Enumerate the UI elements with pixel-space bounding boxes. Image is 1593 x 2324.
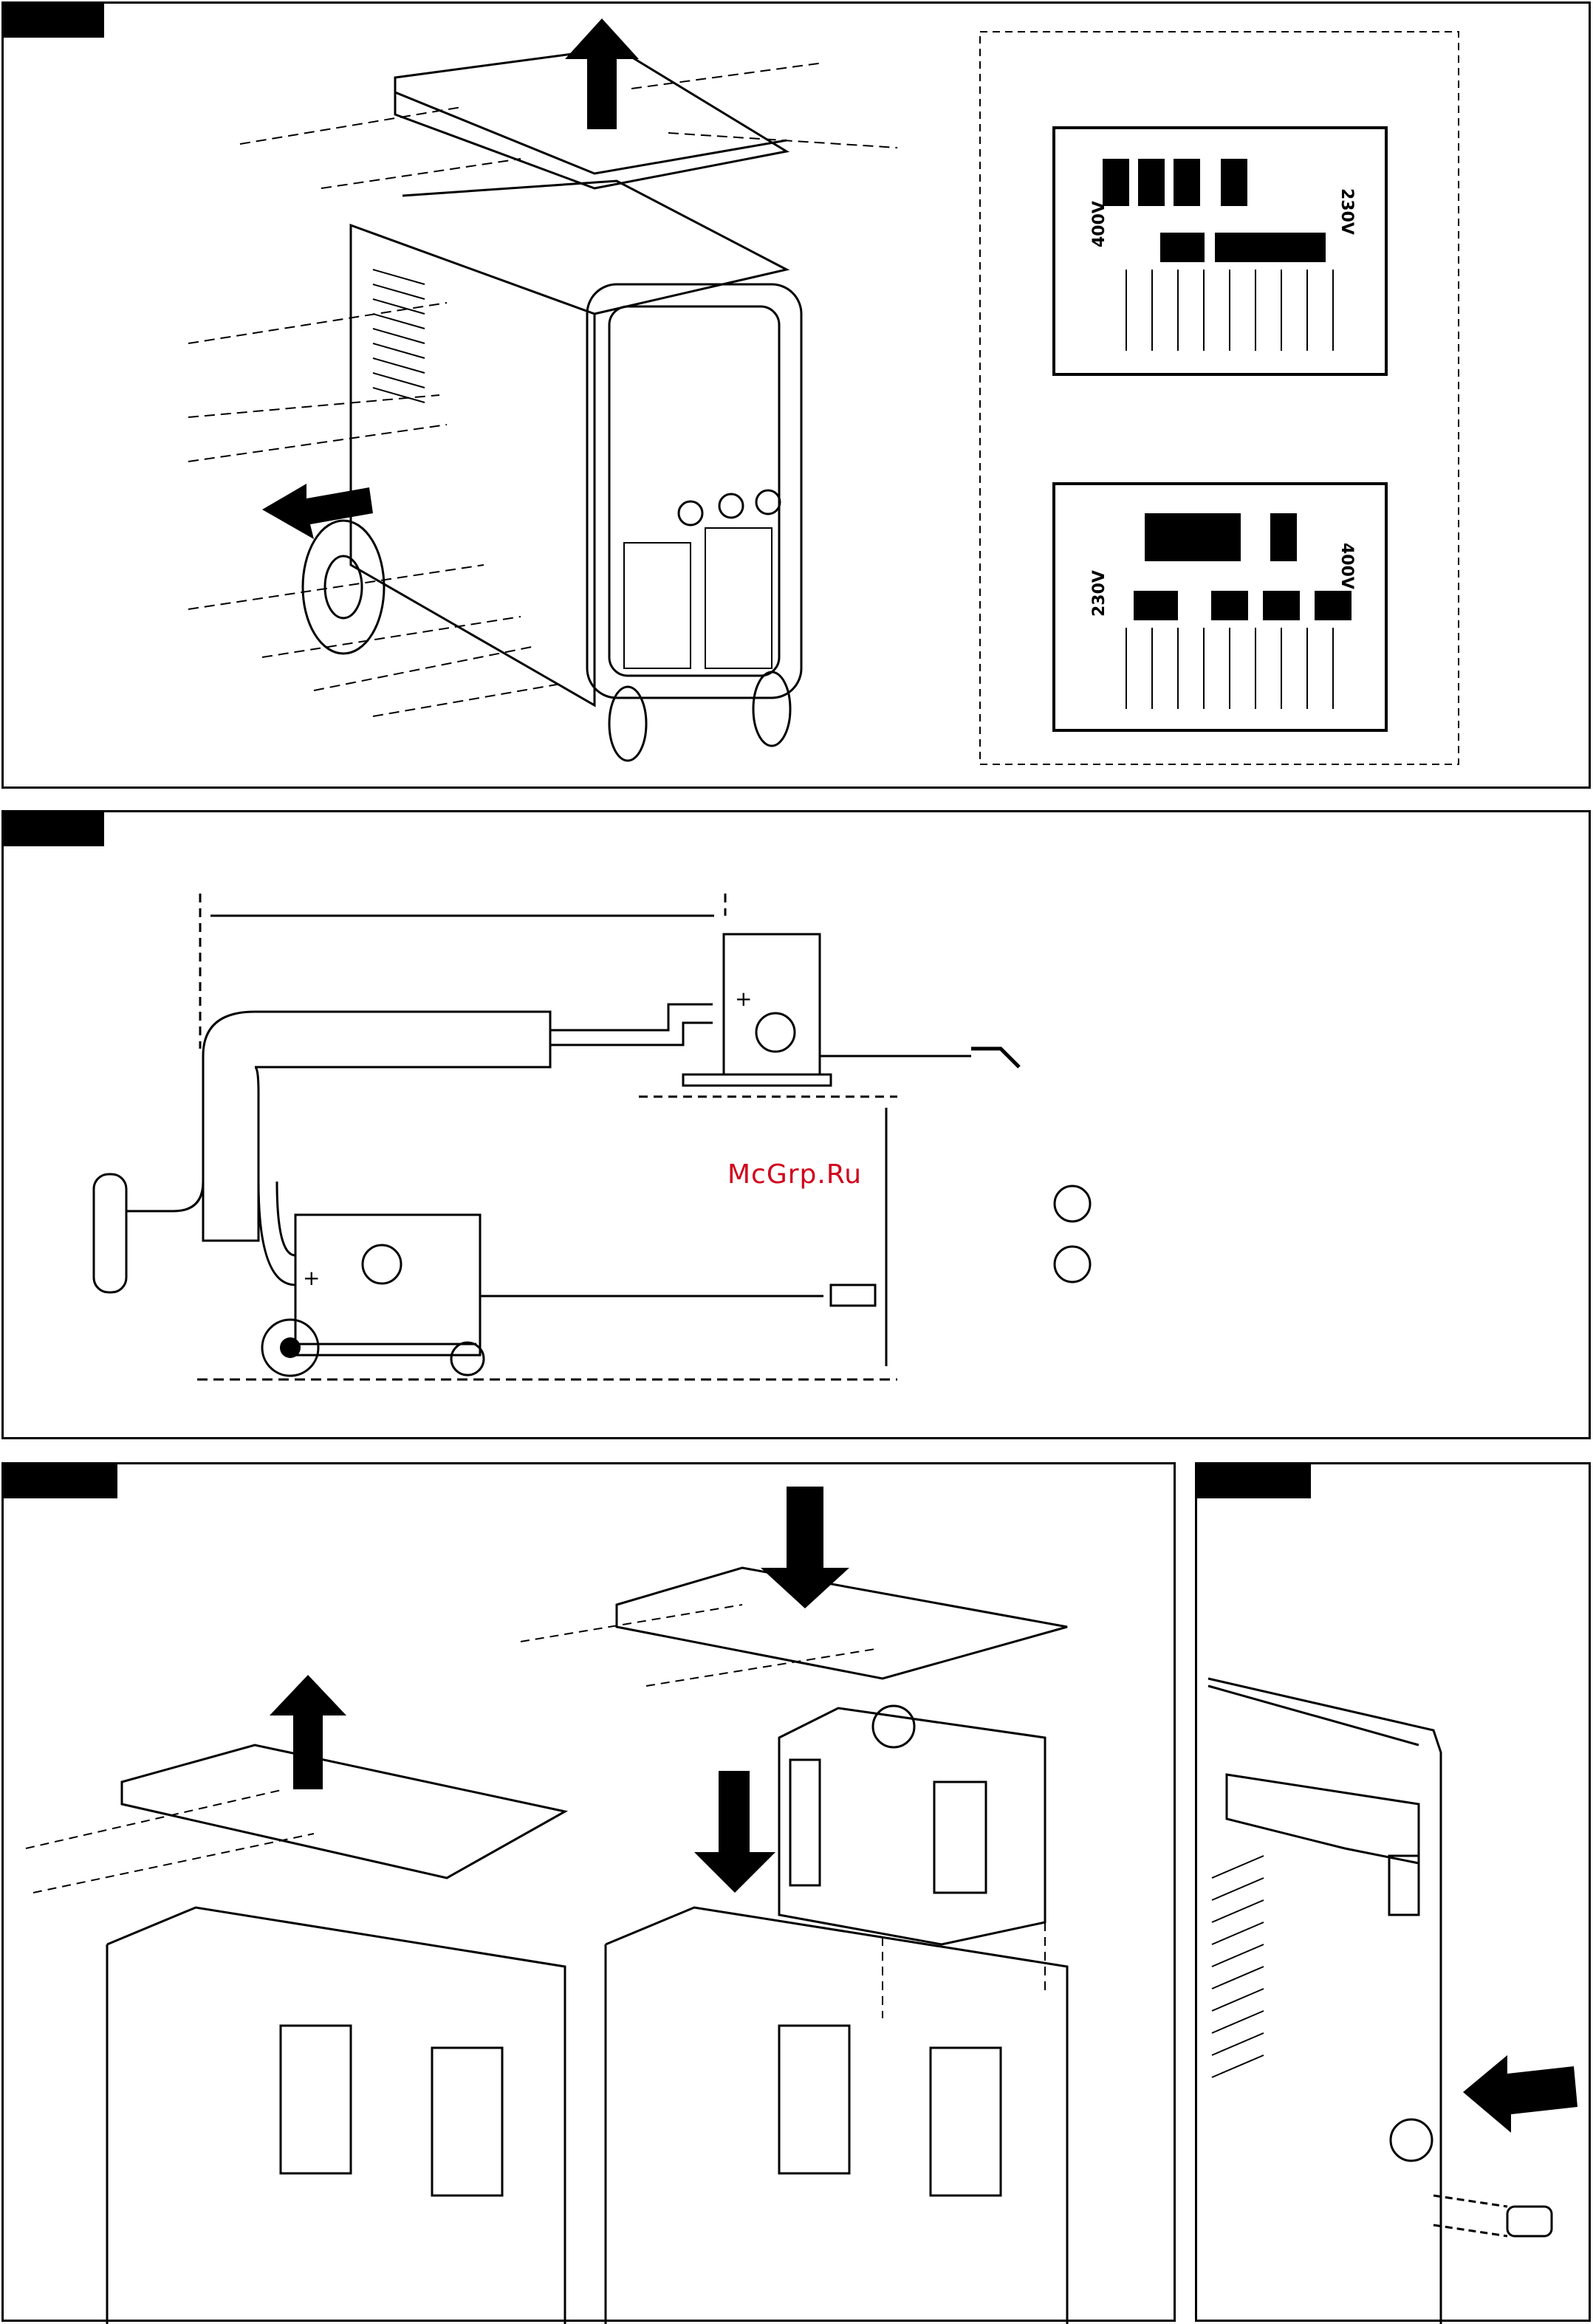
large-wheel bbox=[303, 521, 384, 654]
installation-drawing: + + bbox=[4, 812, 1593, 1442]
label-230v-b: 230V bbox=[1090, 570, 1109, 617]
front-wheel bbox=[753, 672, 790, 746]
pull-left-arrow bbox=[262, 484, 373, 539]
gas-cylinder bbox=[94, 1174, 126, 1292]
ref-circle-2 bbox=[1055, 1247, 1090, 1282]
torch bbox=[971, 1049, 1019, 1067]
right-top-cover bbox=[617, 1568, 1067, 1679]
earth-clamp bbox=[831, 1285, 875, 1306]
left-cabinet bbox=[107, 1907, 565, 2324]
panel-installation-layout: + + McGrp.Ru bbox=[1, 810, 1591, 1439]
socket bbox=[679, 501, 702, 525]
side-louvers bbox=[373, 270, 425, 402]
lower-down-arrow bbox=[761, 1487, 849, 1608]
right-cabinet bbox=[606, 1907, 1067, 2324]
label-400v-b: 400V bbox=[1337, 543, 1356, 589]
insert-arrow bbox=[1463, 2055, 1577, 2133]
jumper-board-400v bbox=[1054, 128, 1386, 374]
cabinet-side-panel bbox=[351, 225, 595, 705]
rear-socket bbox=[1391, 2119, 1432, 2161]
ref-circle-1 bbox=[1055, 1186, 1090, 1221]
label-400v: 400V bbox=[1090, 201, 1109, 247]
panel-cooler-mounting bbox=[1, 1462, 1176, 2322]
lift-up-arrow bbox=[565, 18, 639, 129]
power-source bbox=[295, 1215, 480, 1355]
rear-cabinet bbox=[1208, 1679, 1441, 2324]
lower-down-arrow bbox=[694, 1771, 775, 1893]
terminal-plus-feeder: + bbox=[735, 987, 752, 1011]
lift-up-arrow bbox=[270, 1675, 346, 1789]
rear-louvers bbox=[1212, 1856, 1264, 2077]
panel-rear-connector bbox=[1195, 1462, 1591, 2322]
cooler-mounting-drawing bbox=[4, 1464, 1178, 2324]
label-230v: 230V bbox=[1337, 188, 1356, 235]
cabinet-exploded-drawing: 400V 230V 230V 400V bbox=[4, 4, 1593, 791]
panel-cabinet-assembly: 400V 230V 230V 400V bbox=[1, 1, 1591, 789]
terminal-plus-source: + bbox=[303, 1266, 320, 1290]
socket bbox=[756, 490, 780, 514]
front-louvers bbox=[624, 528, 772, 668]
cable-bundle bbox=[203, 1012, 550, 1241]
socket bbox=[719, 494, 743, 518]
connector-plug bbox=[1507, 2207, 1552, 2236]
rear-connector-drawing bbox=[1197, 1464, 1593, 2324]
watermark: McGrp.Ru bbox=[727, 1159, 862, 1190]
